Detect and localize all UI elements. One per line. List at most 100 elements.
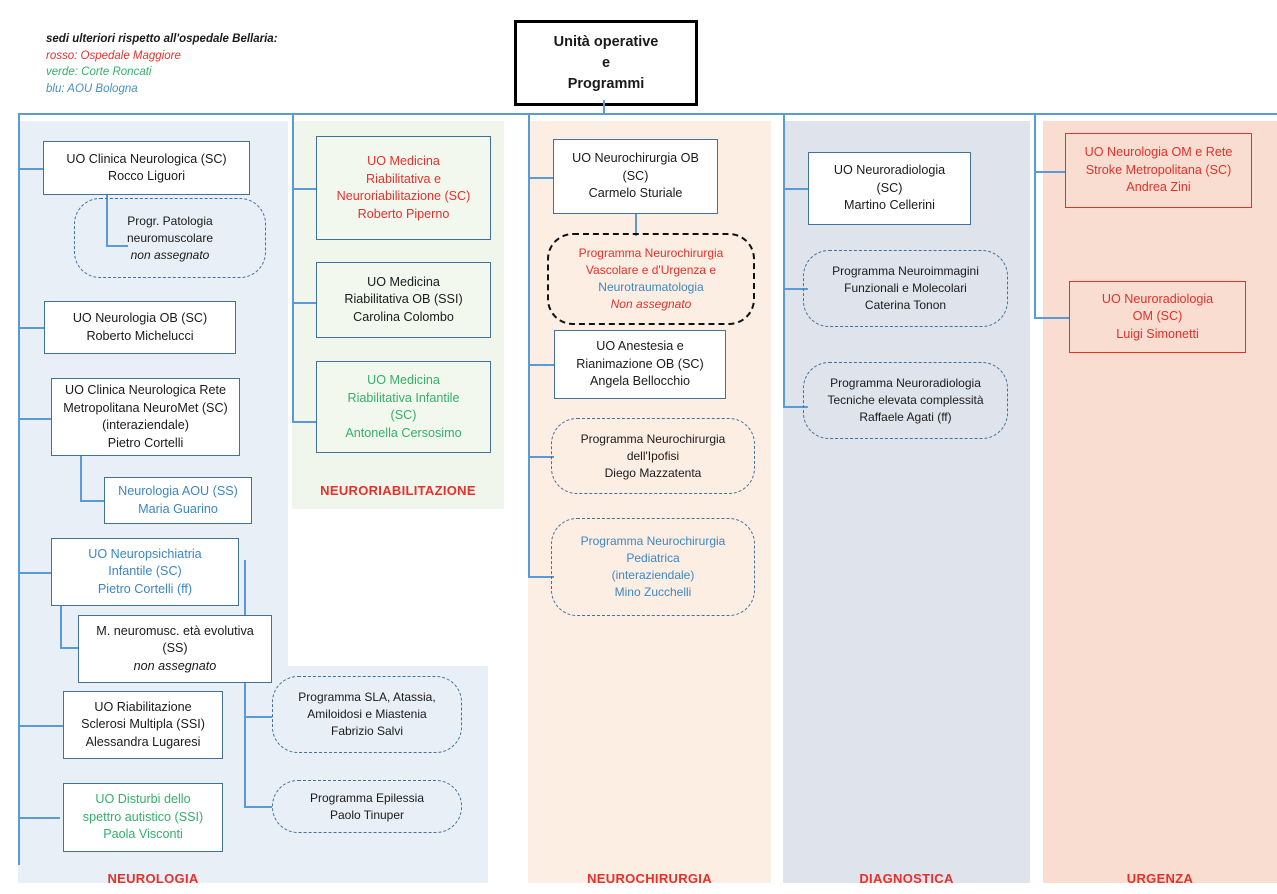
node-line: Neuroriabilitazione (SC): [336, 189, 471, 203]
node-line: UO Neuropsichiatria: [88, 546, 202, 561]
node-line: (SC): [876, 180, 903, 195]
node-uo-neuropsichiatria-infantile[interactable]: UO Neuropsichiatria Infantile (SC) Pietr…: [51, 538, 239, 606]
node-uo-neurochirurgia-ob[interactable]: UO Neurochirurgia OB (SC) Carmelo Sturia…: [553, 139, 718, 214]
node-uo-neuroradiologia[interactable]: UO Neuroradiologia (SC) Martino Cellerin…: [808, 152, 971, 225]
connector-sub-v-patologia: [106, 188, 108, 246]
legend-item-blu: blu: AOU Bologna: [46, 82, 138, 95]
connector-sub-h-patologia: [106, 245, 128, 247]
node-line: Luigi Simonetti: [1116, 326, 1199, 341]
connector-br-neurologia-ob: [18, 327, 44, 329]
node-line: (interaziendale): [102, 418, 189, 432]
connector-br-prog-tecniche: [783, 406, 808, 408]
node-programma-neurochirurgia-ipofisi[interactable]: Programma Neurochirurgia dell'Ipofisi Di…: [551, 418, 755, 494]
node-uo-medicina-riabilitativa-ob[interactable]: UO Medicina Riabilitativa OB (SSI) Carol…: [316, 262, 491, 338]
connector-br-prog-sla: [244, 716, 272, 718]
column-panel-urgenza: [1043, 121, 1277, 883]
connector-trunk-diagnostica: [783, 113, 785, 408]
node-line: (SC): [622, 168, 649, 183]
node-programma-neuroradiologia-tecniche[interactable]: Programma Neuroradiologia Tecniche eleva…: [803, 362, 1008, 439]
node-line: Programma SLA, Atassia,: [298, 690, 436, 704]
node-line: UO Medicina: [367, 373, 440, 387]
node-programma-neurochirurgia-pediatrica[interactable]: Programma Neurochirurgia Pediatrica (int…: [551, 518, 755, 616]
node-line: Caterina Tonon: [864, 298, 947, 312]
connector-br-prog-ipofisi: [528, 456, 554, 458]
node-line: Diego Mazzatenta: [604, 465, 702, 480]
node-line: Sclerosi Multipla (SSI): [81, 717, 205, 732]
connector-sub-h-neuromusc: [60, 647, 78, 649]
node-line: (SC): [390, 408, 417, 422]
node-neurologia-aou[interactable]: Neurologia AOU (SS) Maria Guarino: [104, 477, 252, 524]
node-programma-sla-atassia[interactable]: Programma SLA, Atassia, Amiloidosi e Mia…: [272, 676, 462, 753]
connector-main-bus: [18, 113, 1277, 115]
node-line: UO Neuroradiologia: [833, 163, 946, 178]
connector-br-med-riab-ob: [292, 302, 316, 304]
node-line: Infantile (SC): [108, 564, 182, 579]
connector-br-prog-neuroimmagini: [783, 288, 808, 290]
root-title-box: Unità operative e Programmi: [514, 20, 698, 106]
column-panel-neurologia-lower: [273, 666, 488, 883]
node-line: Tecniche elevata complessità: [827, 393, 984, 407]
node-line: Metropolitana NeuroMet (SC): [63, 400, 228, 415]
node-line: Alessandra Lugaresi: [85, 734, 201, 749]
node-m-neuromusc-eta-evolutiva[interactable]: M. neuromusc. età evolutiva (SS) non ass…: [78, 615, 272, 683]
node-progr-patologia-neuromuscolare[interactable]: Progr. Patologia neuromuscolare non asse…: [74, 198, 266, 278]
connector-br-neuroradiologia-om: [1034, 317, 1069, 319]
column-label-neurologia: NEUROLOGIA: [107, 871, 199, 886]
node-uo-neurologia-ob[interactable]: UO Neurologia OB (SC) Roberto Michelucci: [44, 301, 236, 354]
node-line: spettro autistico (SSI): [82, 809, 204, 824]
node-uo-clinica-neurologica-rete-neuromet[interactable]: UO Clinica Neurologica Rete Metropolitan…: [51, 378, 240, 456]
node-uo-anestesia-rianimazione-ob[interactable]: UO Anestesia e Rianimazione OB (SC) Ange…: [554, 330, 726, 399]
node-line: Programma Epilessia: [309, 790, 425, 805]
node-uo-clinica-neurologica[interactable]: UO Clinica Neurologica (SC) Rocco Liguor…: [43, 141, 250, 195]
node-line: Amiloidosi e Miastenia: [307, 707, 427, 721]
connector-trunk-neuroriabilitazione: [292, 113, 294, 423]
node-line: non assegnato: [133, 658, 217, 673]
column-label-neuroriabilitazione: NEURORIABILITAZIONE: [320, 483, 476, 498]
node-uo-medicina-riabilitativa-infantile[interactable]: UO Medicina Riabilitativa Infantile (SC)…: [316, 361, 491, 453]
connector-trunk-urgenza: [1034, 113, 1036, 318]
node-line: Vascolare e d'Urgenza e: [585, 263, 717, 277]
node-line: UO Neurologia OB (SC): [72, 311, 208, 325]
node-uo-disturbi-spettro-autistico[interactable]: UO Disturbi dello spettro autistico (SSI…: [63, 783, 223, 852]
node-line: Fabrizio Salvi: [330, 724, 404, 738]
connector-br-neurochirurgia-ob: [528, 177, 553, 179]
node-line: dell'Ipofisi: [626, 448, 680, 463]
node-uo-neuroradiologia-om[interactable]: UO Neuroradiologia OM (SC) Luigi Simonet…: [1069, 281, 1246, 353]
node-uo-riabilitazione-sclerosi-multipla[interactable]: UO Riabilitazione Sclerosi Multipla (SSI…: [63, 691, 223, 759]
connector-br-med-riab-neuro: [292, 188, 316, 190]
node-line: Riabilitativa OB (SSI): [344, 292, 463, 307]
connector-trunk-neurologia: [18, 113, 20, 865]
legend-item-verde: verde: Corte Roncati: [46, 66, 152, 78]
node-line: Paola Visconti: [103, 827, 183, 842]
node-line: UO Clinica Neurologica (SC): [66, 151, 227, 166]
node-line: (SS): [162, 641, 188, 656]
node-line: Rocco Liguori: [107, 169, 185, 183]
node-line: Pediatrica: [626, 551, 680, 565]
connector-br-prog-epilessia: [244, 806, 272, 808]
node-line: non assegnato: [130, 247, 210, 262]
node-programma-neuroimmagini[interactable]: Programma Neuroimmagini Funzionali e Mol…: [803, 250, 1008, 327]
node-line: (interaziendale): [611, 568, 695, 582]
node-programma-neurochirurgia-vascolare-urgenza[interactable]: Programma Neurochirurgia Vascolare e d'U…: [547, 233, 755, 325]
connector-br-med-riab-infantile: [292, 421, 316, 423]
connector-sub-v-neuromusc: [60, 605, 62, 648]
node-line: UO Neurochirurgia OB: [572, 151, 699, 166]
node-line: Pietro Cortelli (ff): [97, 581, 193, 596]
node-line: UO Neuroradiologia: [1101, 291, 1214, 306]
node-line: Roberto Piperno: [357, 206, 450, 221]
node-line: OM (SC): [1132, 309, 1183, 324]
node-programma-epilessia[interactable]: Programma Epilessia Paolo Tinuper: [272, 780, 462, 833]
connector-br-neurologia-om: [1034, 171, 1065, 173]
legend-title: sedi ulteriori rispetto all'ospedale Bel…: [46, 33, 278, 45]
node-line: Roberto Michelucci: [86, 328, 194, 343]
node-uo-medicina-riabilitativa-neuroriabilitazione[interactable]: UO Medicina Riabilitativa e Neuroriabili…: [316, 136, 491, 240]
legend-item-rosso: rosso: Ospedale Maggiore: [46, 49, 181, 62]
node-line: Raffaele Agati (ff): [859, 410, 952, 424]
node-line: Funzionali e Molecolari: [844, 281, 967, 295]
node-line: Programma Neuroimmagini: [832, 264, 979, 278]
connector-root-drop: [603, 100, 605, 114]
connector-br-riabilitazione-sm: [18, 725, 64, 727]
node-line: Programma Neurochirurgia: [578, 246, 724, 260]
node-line: Maria Guarino: [138, 501, 218, 516]
node-uo-neurologia-om-rete-stroke[interactable]: UO Neurologia OM e Rete Stroke Metropoli…: [1065, 133, 1252, 208]
